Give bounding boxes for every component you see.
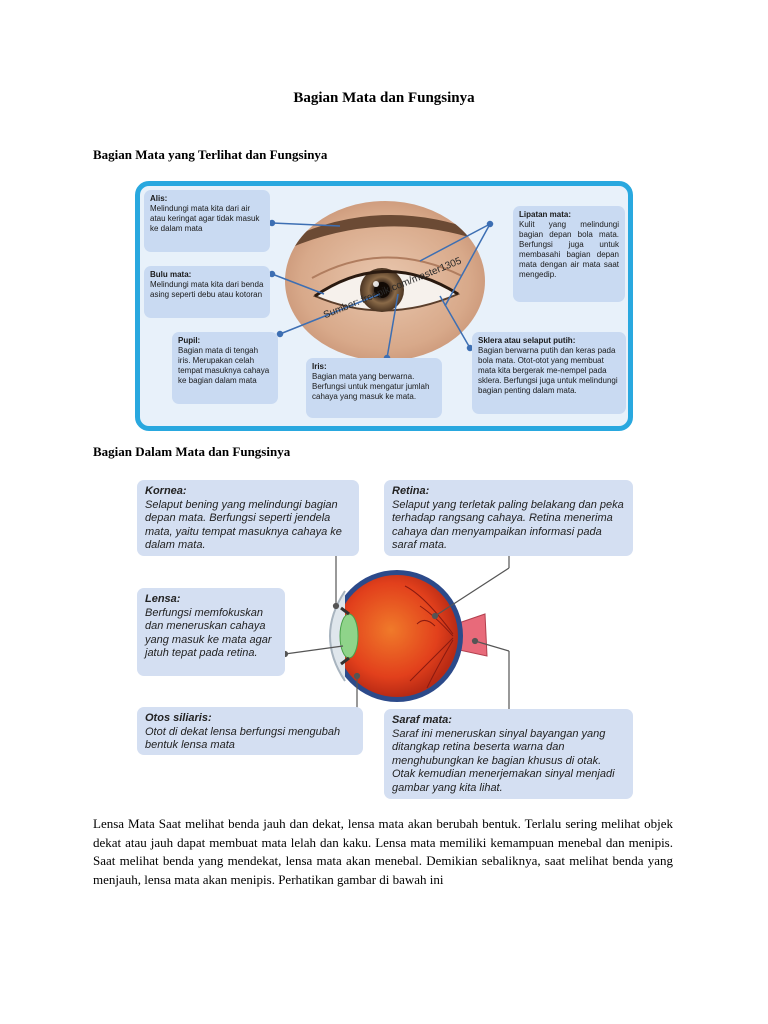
callout-title: Kornea: (145, 485, 351, 499)
callout-otot-siliaris: Otos siliaris: Otot di dekat lensa berfu… (137, 707, 363, 755)
callout-title: Otos siliaris: (145, 712, 355, 726)
callout-body: Otot di dekat lensa berfungsi mengubah b… (145, 726, 355, 753)
callout-retina: Retina: Selaput yang terletak paling bel… (384, 480, 633, 556)
callout-alis: Alis: Melindungi mata kita dari air atau… (144, 190, 270, 252)
section-heading-inner-parts: Bagian Dalam Mata dan Fungsinya (93, 444, 290, 460)
callout-pupil: Pupil: Bagian mata di tengah iris. Merup… (172, 332, 278, 404)
body-paragraph: Lensa Mata Saat melihat benda jauh dan d… (93, 815, 673, 889)
callout-iris: Iris: Bagian mata yang berwarna. Berfung… (306, 358, 442, 418)
callout-title: Pupil: (178, 336, 272, 346)
callout-body: Melindungi mata kita dari benda asing se… (150, 280, 264, 300)
lens-shape (340, 614, 358, 658)
callout-lensa: Lensa: Berfungsi memfokuskan dan menerus… (137, 588, 285, 676)
callout-title: Bulu mata: (150, 270, 264, 280)
callout-sklera: Sklera atau selaput putih: Bagian berwar… (472, 332, 626, 414)
callout-body: Bagian berwarna putih dan keras pada bol… (478, 346, 620, 396)
callout-title: Alis: (150, 194, 264, 204)
callout-title: Lensa: (145, 593, 277, 607)
external-eye-figure: Sumber: freepik.com/master1305 Alis: Mel… (135, 181, 633, 431)
page-title: Bagian Mata dan Fungsinya (0, 90, 768, 107)
callout-body: Saraf ini meneruskan sinyal bayangan yan… (392, 728, 625, 796)
callout-lipatan-mata: Lipatan mata: Kulit yang melindungi bagi… (513, 206, 625, 302)
callout-title: Sklera atau selaput putih: (478, 336, 620, 346)
callout-body: Selaput yang terletak paling belakang da… (392, 499, 625, 553)
callout-body: Bagian mata di tengah iris. Merupakan ce… (178, 346, 272, 386)
callout-title: Saraf mata: (392, 714, 625, 728)
callout-body: Selaput bening yang melindungi bagian de… (145, 499, 351, 553)
section-heading-visible-parts: Bagian Mata yang Terlihat dan Fungsinya (93, 147, 327, 163)
callout-title: Lipatan mata: (519, 210, 619, 220)
callout-saraf-mata: Saraf mata: Saraf ini meneruskan sinyal … (384, 709, 633, 799)
callout-body: Berfungsi memfokuskan dan meneruskan cah… (145, 607, 277, 661)
callout-body: Kulit yang melindungi bagian depan bola … (519, 220, 619, 280)
inner-eye-figure: Kornea: Selaput bening yang melindungi b… (135, 476, 635, 801)
callout-kornea: Kornea: Selaput bening yang melindungi b… (137, 480, 359, 556)
callout-body: Bagian mata yang berwarna. Berfungsi unt… (312, 372, 436, 402)
callout-bulu-mata: Bulu mata: Melindungi mata kita dari ben… (144, 266, 270, 318)
callout-body: Melindungi mata kita dari air atau kerin… (150, 204, 264, 234)
callout-title: Iris: (312, 362, 436, 372)
callout-title: Retina: (392, 485, 625, 499)
